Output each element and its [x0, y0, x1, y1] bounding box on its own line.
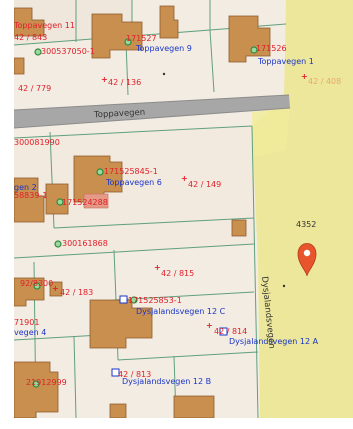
map-label: Dysjalandsvegen 12 B: [122, 377, 212, 386]
map-label: 42 / 779: [18, 84, 52, 93]
map-label: Toppavegen 11: [14, 21, 75, 30]
map-label: 21912999: [26, 378, 67, 387]
pin-value-label: 4352: [296, 220, 317, 229]
road-toppavegen: [14, 95, 290, 128]
plus-marker-icon: +: [154, 263, 161, 272]
location-pin-icon: [297, 243, 317, 277]
map-label: gen 2: [14, 183, 37, 192]
map-label: 300537050-1: [41, 47, 95, 56]
boundary-point-icons: [32, 38, 258, 388]
map-label: 171526: [256, 44, 287, 53]
map-label: 300161868: [62, 239, 108, 248]
buildings: [14, 5, 271, 418]
map-label: 92/8300: [20, 279, 54, 288]
map-label: 42 / 814: [214, 327, 248, 336]
map-label: Dysjalandsvegen 12 A: [229, 337, 319, 346]
map-label: Toppavegen 1: [258, 57, 314, 66]
map-label: 300081990: [14, 138, 60, 147]
map-view[interactable]: Toppavegen 11 42 / 843 300537050-1 42 / …: [14, 0, 353, 418]
plus-marker-icon: +: [101, 75, 108, 84]
map-label: 42 / 183: [60, 288, 94, 297]
map-label: 42 / 813: [118, 370, 152, 379]
plus-marker-icon: +: [301, 72, 308, 81]
map-label: 171527: [126, 34, 157, 43]
plus-marker-icon: +: [206, 321, 213, 330]
map-label: vegen 4: [14, 328, 47, 337]
map-label: 42 / 149: [188, 180, 222, 189]
map-canvas: [14, 0, 353, 418]
map-label: 171525853-1: [128, 296, 182, 305]
map-label: Dysjalandsvegen 12 C: [136, 307, 226, 316]
map-label: 42 / 843: [14, 33, 48, 42]
map-label: 71901: [14, 318, 40, 327]
map-label: 42 / 136: [108, 78, 142, 87]
map-label: 171525845-1: [104, 167, 158, 176]
building-entrance-icons: [111, 295, 228, 377]
highlighted-parcel: [83, 193, 109, 209]
map-label: Toppavegen 9: [136, 44, 192, 53]
map-label: 42 / 815: [161, 269, 195, 278]
plus-marker-icon: +: [181, 174, 188, 183]
plus-marker-icon: +: [52, 284, 59, 293]
map-label: Toppavegen 6: [106, 178, 162, 187]
map-label: 171524288: [62, 198, 108, 207]
map-label: 58839-1: [14, 191, 48, 200]
map-label: 42 / 408: [308, 77, 342, 86]
